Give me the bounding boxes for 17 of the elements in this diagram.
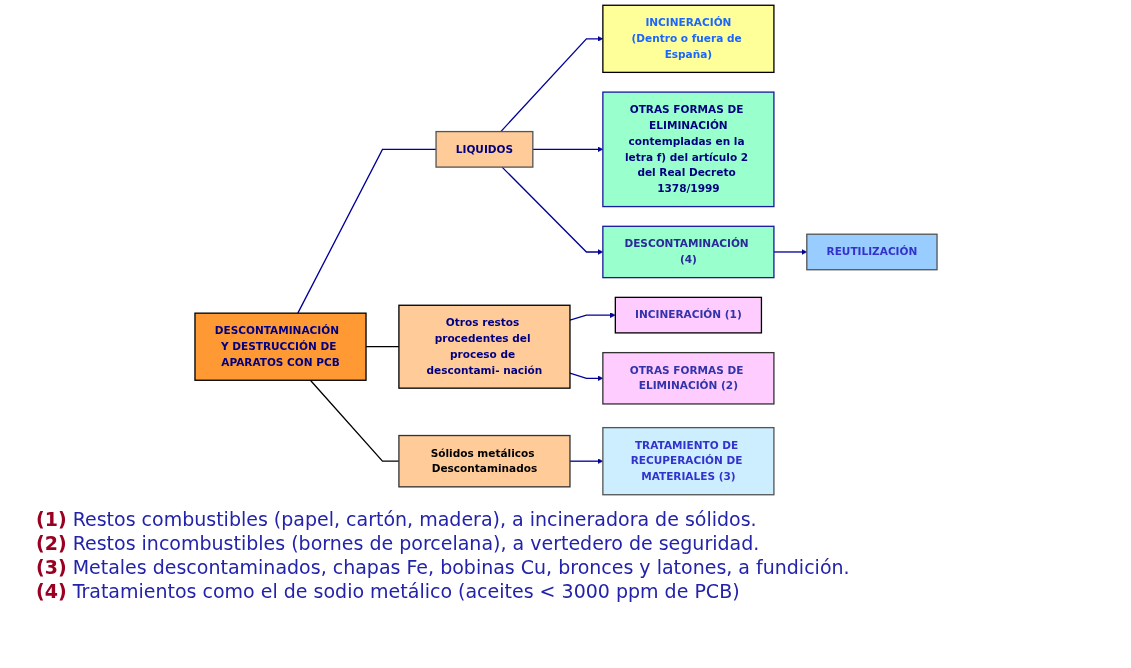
node-box: REUTILIZACIÓN bbox=[805, 233, 938, 271]
node-box: Sólidos metálicos Descontaminados bbox=[397, 434, 571, 488]
node-box: Otros restos procedentes del proceso de descontami- nación bbox=[397, 304, 571, 389]
arrow bbox=[500, 166, 603, 255]
node-box: DESCONTAMINACIÓN Y DESTRUCCIÓN DE APARATOS CON PCB bbox=[193, 312, 367, 381]
footnote: (2) Restos incombustibles (bornes de porcelana), a vertedero de seguridad. bbox=[36, 532, 761, 554]
node-box: TRATAMIENTO DE RECUPERACIÓN DE MATERIALES (3) bbox=[601, 426, 775, 496]
arrow bbox=[499, 35, 603, 133]
footnote: (4) Tratamientos como el de sodio metálico (aceites < 3000 ppm de PCB) bbox=[36, 580, 741, 602]
footnote: (1) Restos combustibles (papel, cartón, madera), a incineradora de sólidos. bbox=[36, 508, 758, 530]
node-box: LIQUIDOS bbox=[434, 130, 533, 168]
node-box: INCINERACIÓN (Dentro o fuera de España) bbox=[601, 4, 775, 74]
node-box: DESCONTAMINACIÓN (4) bbox=[601, 225, 775, 279]
node-box: OTRAS FORMAS DE ELIMINACIÓN (2) bbox=[601, 351, 775, 405]
footnote: (3) Metales descontaminados, chapas Fe, bobinas Cu, bronces y latones, a fundición. bbox=[36, 556, 850, 578]
node-box: OTRAS FORMAS DE ELIMINACIÓN contempladas en la letra f) del artículo 2 del Real Decreto 1378/1999 bbox=[601, 91, 775, 208]
node-box: INCINERACIÓN (1) bbox=[614, 296, 762, 334]
